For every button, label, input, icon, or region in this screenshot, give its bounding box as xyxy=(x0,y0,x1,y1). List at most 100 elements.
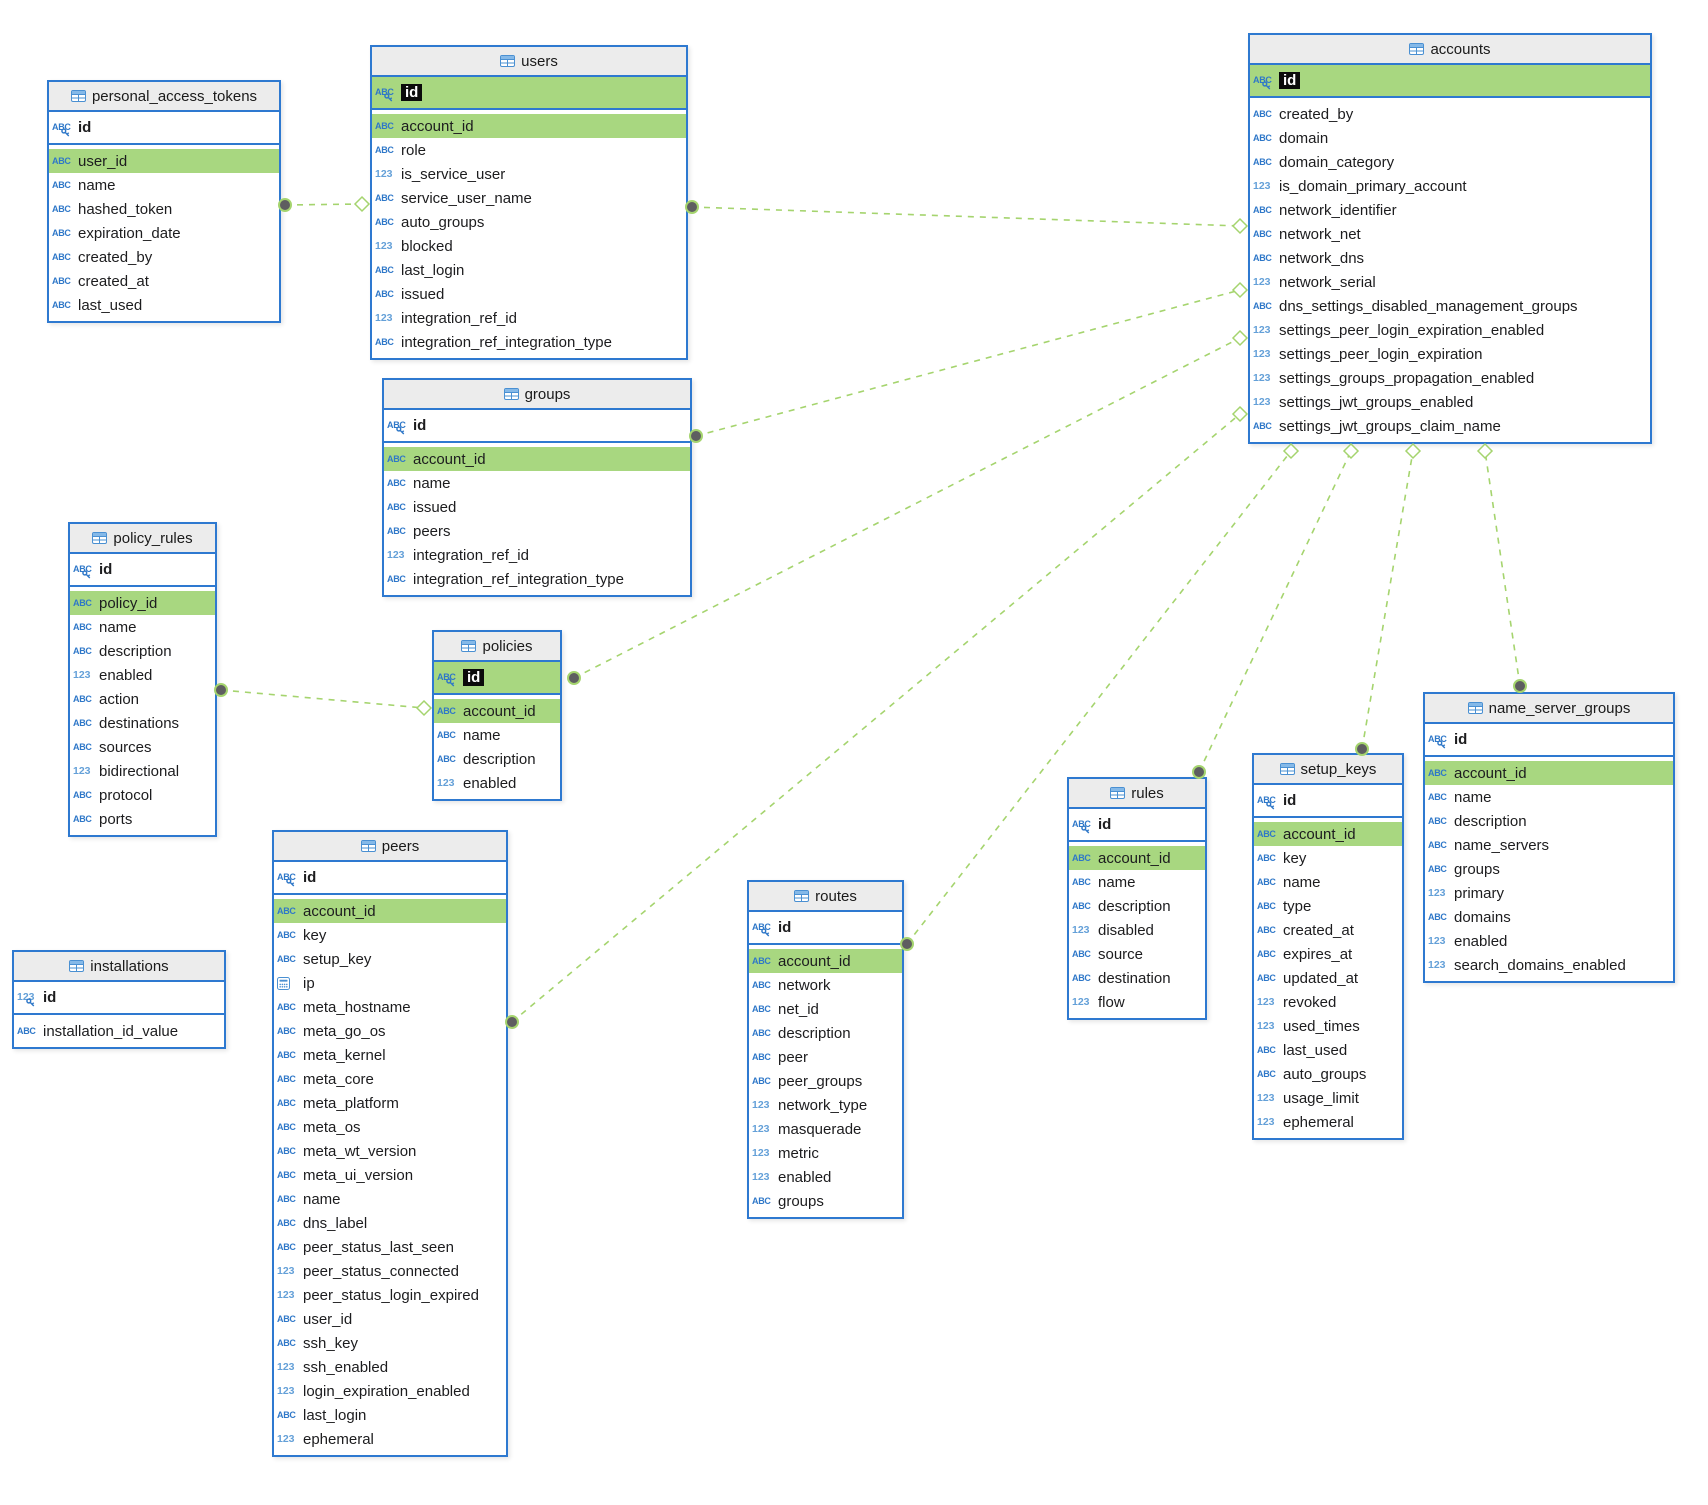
relationship-policy_rules-policies[interactable] xyxy=(214,683,433,717)
entity-header-routes[interactable]: routes xyxy=(749,882,902,912)
relationship-name_server_groups-accounts[interactable] xyxy=(1476,442,1527,693)
relationship-line[interactable] xyxy=(695,289,1241,437)
entity-header-users[interactable]: users xyxy=(372,47,686,77)
entity-header-groups[interactable]: groups xyxy=(384,380,690,410)
relationship-personal_access_tokens-users[interactable] xyxy=(278,195,371,213)
relationship-setup_keys-accounts[interactable] xyxy=(1355,442,1422,756)
relationship-line[interactable] xyxy=(511,413,1241,1023)
relationship-line[interactable] xyxy=(1484,450,1521,687)
entity-header-accounts[interactable]: accounts xyxy=(1250,35,1650,65)
relationship-line[interactable] xyxy=(1361,450,1414,750)
column-peers-ip[interactable]: ip xyxy=(274,971,506,995)
relationship-routes-accounts[interactable] xyxy=(900,442,1300,951)
relationship-line[interactable] xyxy=(284,203,363,206)
entity-header-policy_rules[interactable]: policy_rules xyxy=(70,524,215,554)
relationship-policies-accounts[interactable] xyxy=(567,329,1249,685)
